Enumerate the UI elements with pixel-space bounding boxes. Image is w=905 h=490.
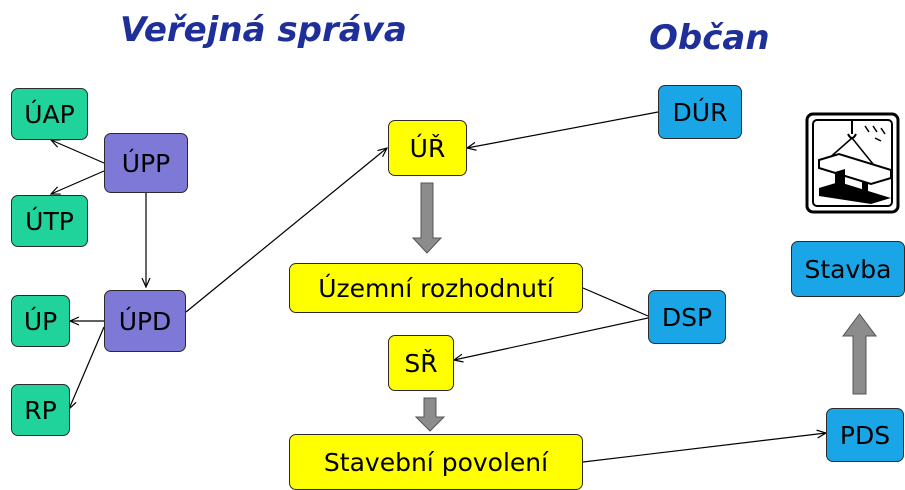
box-upp: ÚPP	[104, 133, 188, 193]
heading-citizen: Občan	[649, 18, 770, 58]
box-utp: ÚTP	[11, 195, 88, 247]
arrow-dsp-sr	[454, 317, 649, 360]
box-uap: ÚAP	[11, 88, 88, 140]
arrow-upd-ur	[185, 148, 387, 313]
box-sr: SŘ	[388, 335, 454, 391]
box-dsp: DSP	[648, 290, 726, 344]
arrow-povoleni-pds	[582, 433, 826, 463]
construction-beam-icon	[805, 112, 900, 214]
box-dur: DÚR	[658, 85, 742, 139]
box-stavebni-povoleni: Stavební povolení	[289, 434, 583, 490]
box-rp: RP	[11, 384, 70, 436]
heading-public-administration: Veřejná správa	[120, 10, 407, 50]
line-uzemni-dsp	[582, 287, 649, 317]
block-arrow-up-to-stavba	[842, 313, 877, 395]
arrow-dur-ur	[467, 111, 659, 148]
box-up: ÚP	[11, 295, 70, 347]
arrow-upd-rp	[69, 326, 105, 409]
box-stavba: Stavba	[791, 241, 905, 297]
box-ur: ÚŘ	[388, 120, 467, 176]
arrow-upp-uap	[51, 140, 105, 164]
arrow-upp-utp	[51, 170, 105, 194]
block-arrow-ur-down	[411, 182, 443, 254]
box-uzemni-rozhodnuti: Územní rozhodnutí	[289, 263, 583, 313]
block-arrow-sr-down	[414, 397, 446, 432]
box-upd: ÚPD	[104, 290, 186, 352]
box-pds: PDS	[826, 408, 904, 462]
